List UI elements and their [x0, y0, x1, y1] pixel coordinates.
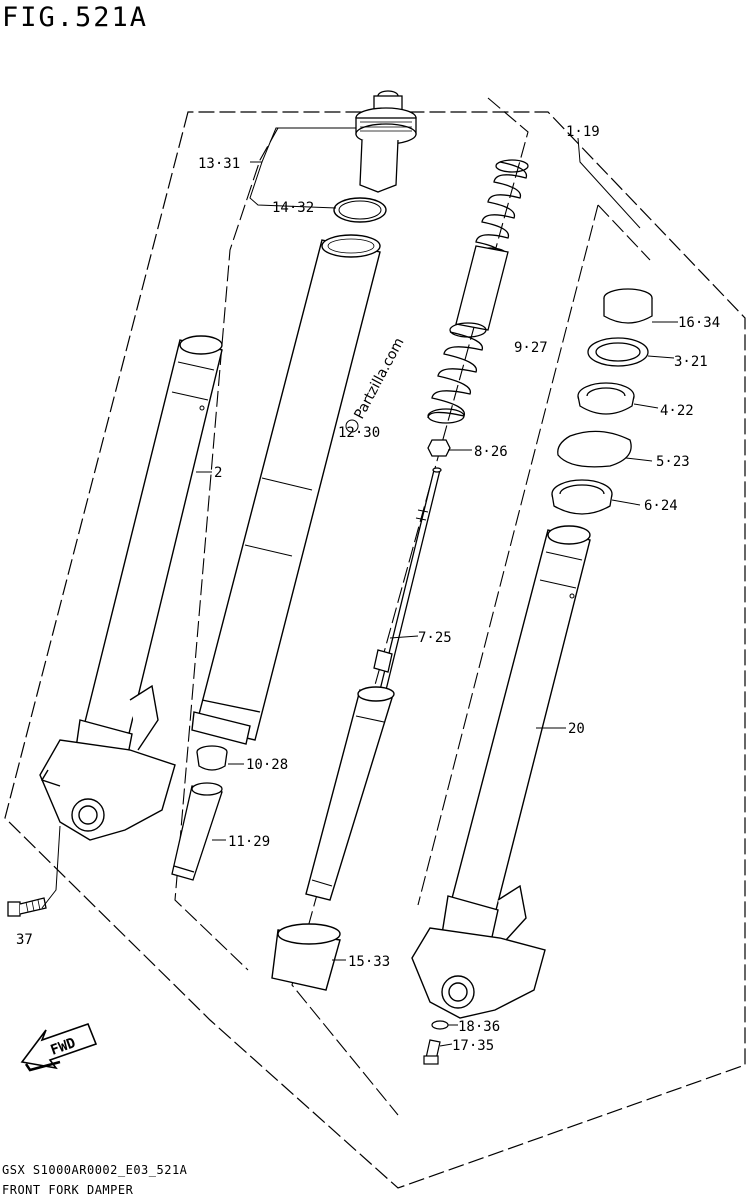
callout-12-30: 12·30	[338, 425, 380, 441]
o-ring	[333, 197, 387, 223]
damper-cartridge	[305, 686, 395, 901]
left-group-outline	[291, 97, 529, 1116]
callout-14-32: 14·32	[272, 200, 314, 216]
fwd-direction-arrow: FWD	[20, 1022, 98, 1072]
damper-rod	[373, 467, 442, 691]
right-group-outline	[597, 204, 651, 261]
outer-tube	[191, 234, 381, 745]
callout-4-22: 4·22	[660, 403, 694, 419]
callout-13-31: 13·31	[198, 156, 240, 172]
callout-10-28: 10·28	[246, 757, 288, 773]
right-group-outline-lower	[417, 204, 599, 906]
callout-5-23: 5·23	[656, 454, 690, 470]
callout-labels: 13·31 14·32 1·19 16·34 9·27 3·21 4·22 12…	[16, 124, 720, 1054]
footer-code: GSX S1000AR0002_E03_521A	[2, 1163, 188, 1177]
watermark: Partzilla.com	[351, 335, 407, 422]
guide-bushing	[271, 923, 341, 991]
lock-nut	[427, 439, 451, 457]
callout-9-27: 9·27	[514, 340, 548, 356]
callout-11-29: 11·29	[228, 834, 270, 850]
axle-pinch-bolt	[7, 897, 47, 917]
callout-18-36: 18·36	[458, 1019, 500, 1035]
callout-2: 2	[214, 465, 222, 481]
oil-seal	[196, 745, 228, 771]
retaining-clip	[557, 430, 632, 468]
fork-spring-upper	[473, 159, 529, 261]
callout-3-21: 3·21	[674, 354, 708, 370]
callout-37: 37	[16, 932, 33, 948]
slide-bushing	[603, 288, 653, 324]
callout-1-19: 1·19	[566, 124, 600, 140]
callout-8-26: 8·26	[474, 444, 508, 460]
mid-group-outline	[174, 127, 279, 971]
callout-6-24: 6·24	[644, 498, 678, 514]
fork-spring-lower	[427, 322, 487, 424]
callout-15-33: 15·33	[348, 954, 390, 970]
callout-16-34: 16·34	[678, 315, 720, 331]
inner-tube-left	[39, 335, 223, 841]
spring-collar	[455, 245, 509, 331]
damper-cylinder	[171, 782, 223, 881]
inner-tube-right	[411, 525, 591, 1019]
oil-seal-ring	[577, 382, 635, 415]
footer-name: FRONT FORK DAMPER	[2, 1183, 134, 1197]
axle-bolt	[423, 1039, 441, 1065]
axle-washer	[431, 1020, 449, 1030]
dust-seal	[551, 479, 613, 515]
callout-17-35: 17·35	[452, 1038, 494, 1054]
leader-lines	[41, 127, 678, 1047]
fork-cap-adjuster	[355, 90, 417, 193]
figure-title: FIG.521A	[2, 2, 149, 33]
assembly-outline	[4, 111, 746, 1189]
washer	[587, 337, 649, 367]
callout-20: 20	[568, 721, 585, 737]
callout-7-25: 7·25	[418, 630, 452, 646]
